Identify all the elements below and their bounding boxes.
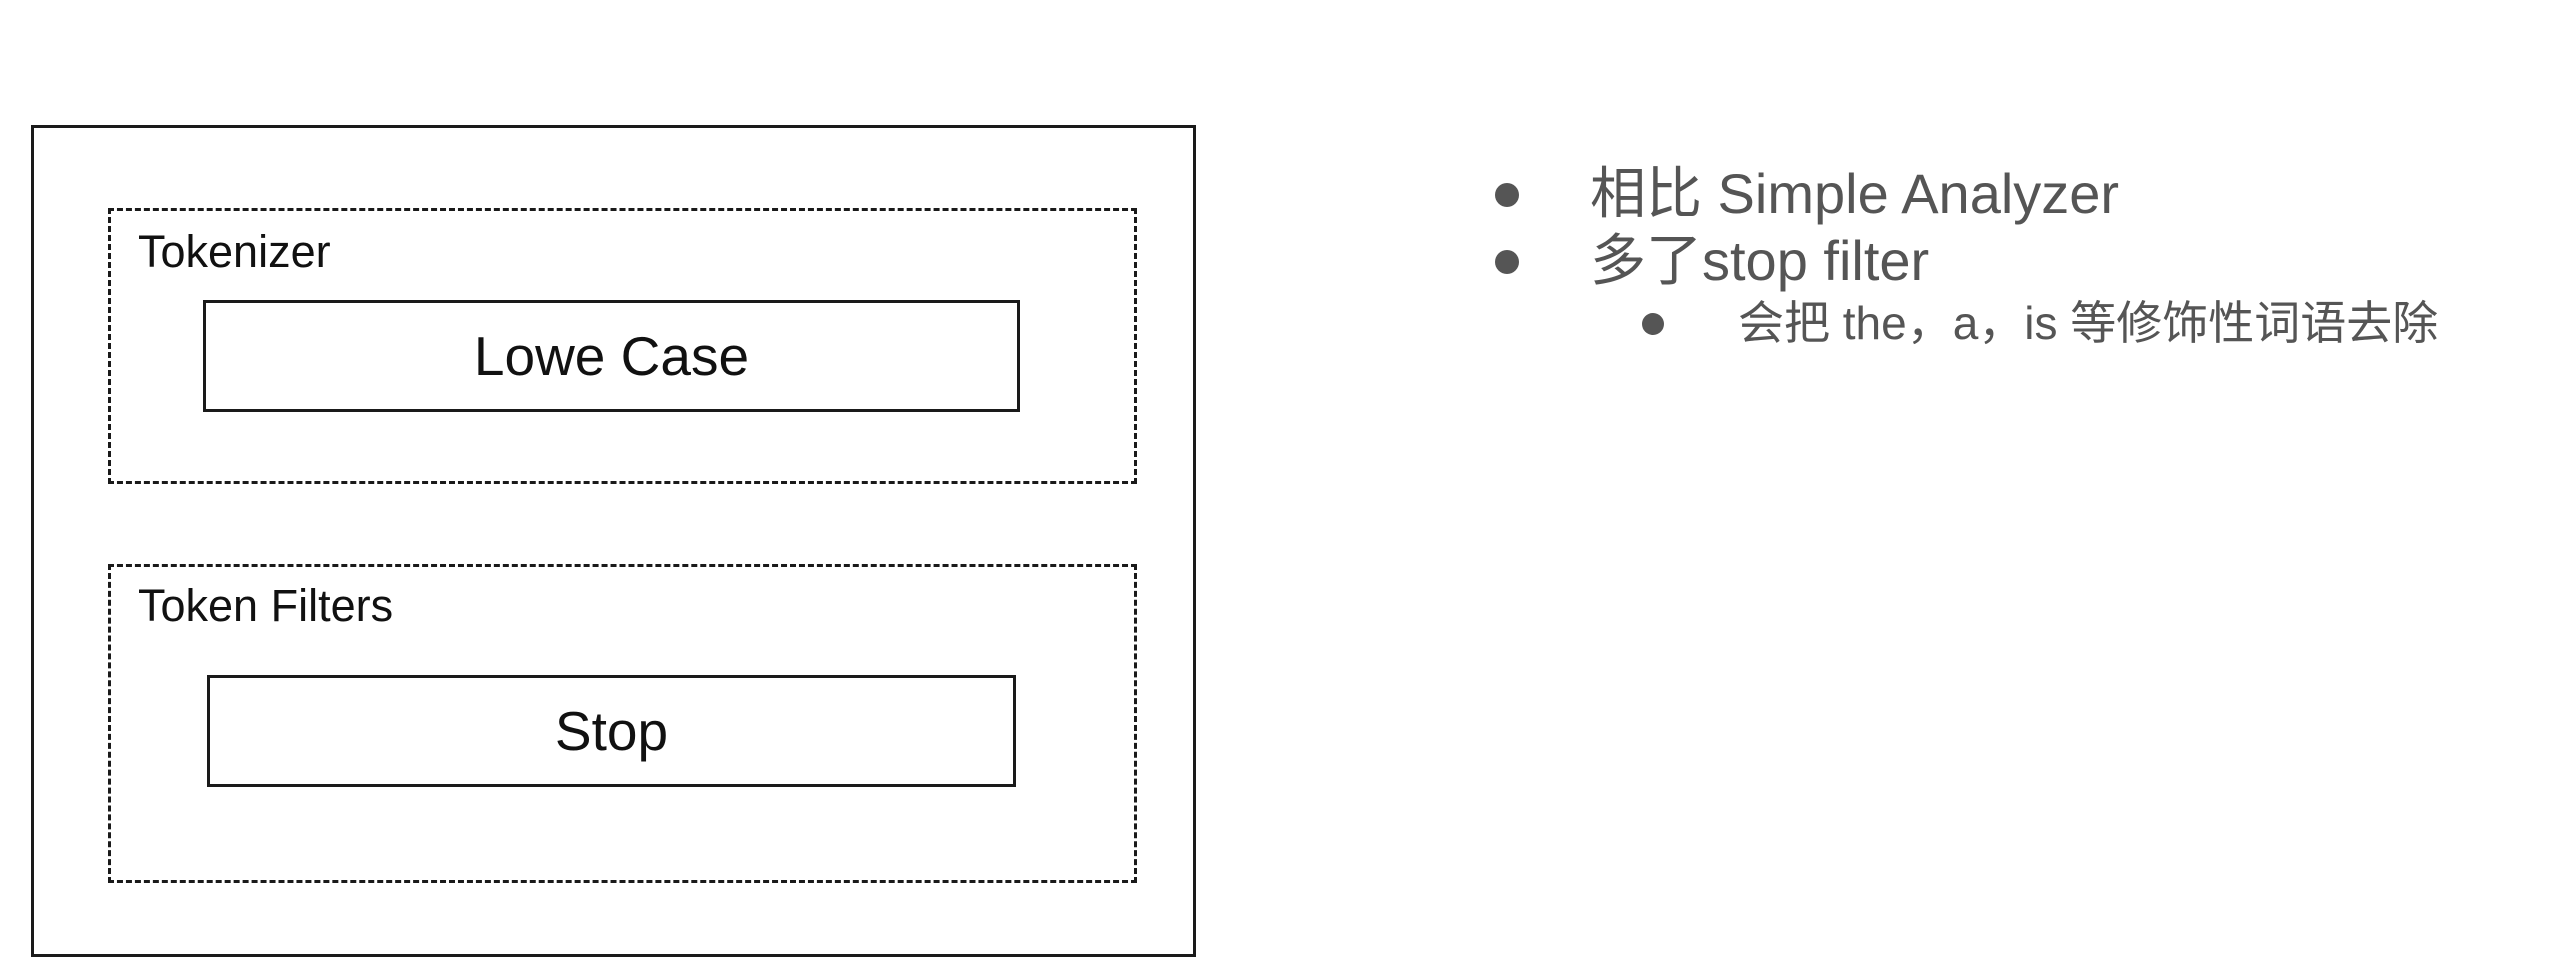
token-filters-stage: [108, 564, 1137, 883]
token-filters-stage-label: Token Filters: [138, 580, 394, 631]
sub-bullet-icon: [1642, 313, 1664, 335]
stop-filter-box: Stop: [207, 675, 1016, 787]
tokenizer-stage-label: Tokenizer: [138, 226, 331, 277]
note-stop-filter: 多了stop filter: [1590, 229, 1930, 292]
note-compare-simple-analyzer: 相比 Simple Analyzer: [1590, 162, 2120, 225]
tokenizer-stage: [108, 208, 1137, 484]
bullet-icon: [1495, 250, 1519, 274]
note-stopwords-removed: 会把 the，a，is 等修饰性词语去除: [1738, 297, 2439, 349]
analyzer-container: [31, 125, 1196, 957]
lowercase-tokenizer-box: Lowe Case: [203, 300, 1020, 412]
bullet-icon: [1495, 183, 1519, 207]
